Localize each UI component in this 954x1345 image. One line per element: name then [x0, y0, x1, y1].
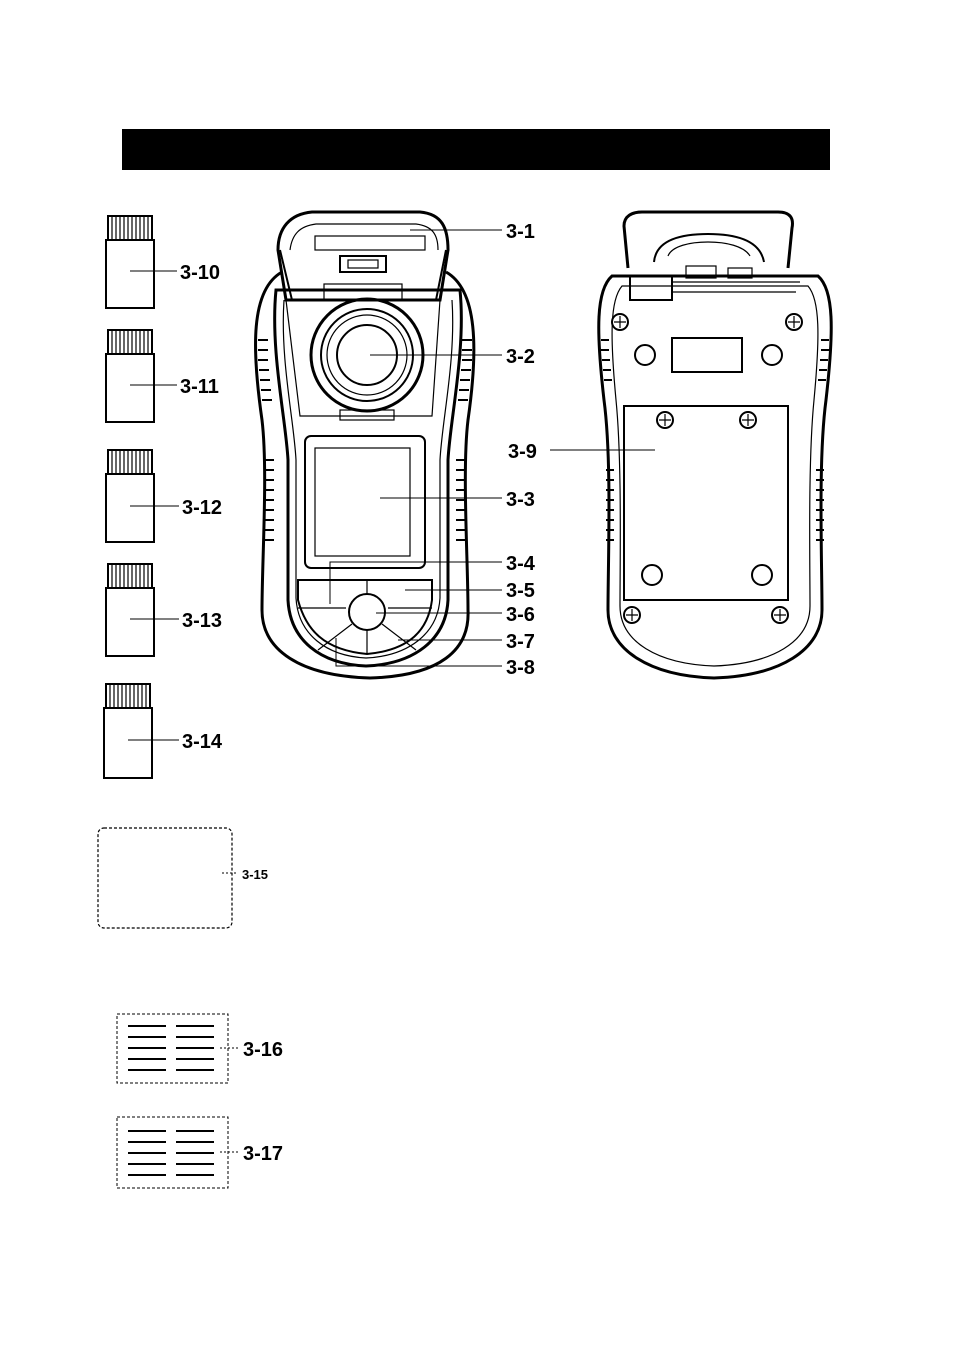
callout-3-13: 3-13 [182, 610, 222, 632]
callout-3-16: 3-16 [243, 1039, 283, 1061]
strips-3-16: 3-16 [117, 1014, 283, 1083]
meter-back-view [599, 212, 832, 678]
callout-3-10: 3-10 [180, 262, 220, 284]
cloth-3-15: 3-15 [98, 828, 268, 928]
callout-3-15: 3-15 [242, 867, 268, 882]
callout-3-9: 3-9 [508, 441, 537, 463]
callout-3-7: 3-7 [506, 631, 535, 653]
bottle-3-13: 3-13 [106, 564, 222, 656]
callout-3-14: 3-14 [182, 731, 223, 753]
bottle-3-12: 3-12 [106, 450, 222, 542]
callout-3-11: 3-11 [180, 376, 219, 398]
callout-3-1: 3-1 [506, 221, 535, 243]
callout-3-2: 3-2 [506, 346, 535, 368]
callout-3-8: 3-8 [506, 657, 535, 679]
strips-3-17: 3-17 [117, 1117, 283, 1188]
bottle-3-11: 3-11 [106, 330, 219, 422]
bottle-3-10: 3-10 [106, 216, 220, 308]
callout-3-5: 3-5 [506, 580, 535, 602]
callout-3-6: 3-6 [506, 604, 535, 626]
callout-3-4: 3-4 [506, 553, 536, 575]
meter-front-view [255, 212, 473, 678]
callout-3-3: 3-3 [506, 489, 535, 511]
bottle-3-14: 3-14 [104, 684, 223, 778]
callout-3-17: 3-17 [243, 1143, 283, 1165]
callout-3-12: 3-12 [182, 497, 222, 519]
